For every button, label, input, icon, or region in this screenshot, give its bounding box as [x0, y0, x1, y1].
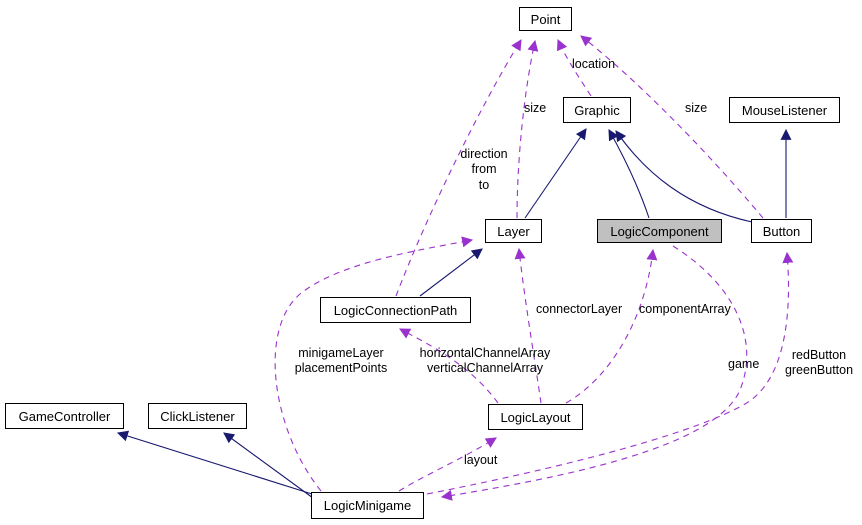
edge-usage-redbutton-greenbutton [426, 251, 794, 495]
edge-label-minigamelayer-placementpoints: minigameLayer placementPoints [294, 346, 388, 376]
edge-label-layout: layout [464, 453, 498, 467]
edge-label-redbutton-greenbutton: redButton greenButton [784, 348, 854, 378]
class-node-button[interactable]: Button [751, 219, 812, 243]
edge-label-connectorlayer: connectorLayer [536, 302, 623, 316]
class-node-point[interactable]: Point [519, 7, 572, 31]
class-node-logiccomponent: LogicComponent [597, 219, 722, 243]
edge-label-location: location [572, 57, 616, 71]
edge-label-direction-from-to: direction from to [460, 147, 508, 192]
edge-label-componentarray: componentArray [639, 302, 731, 316]
edge-inherit-layer-graphic [524, 128, 587, 219]
edge-inherit-logicminigame-gamecontroller [116, 430, 313, 495]
edge-inherit-logicconnectionpath-layer [419, 248, 483, 297]
edge-usage-size-button-point [580, 35, 764, 219]
class-node-logicconnectionpath[interactable]: LogicConnectionPath [320, 297, 471, 323]
edge-inherit-button-graphic [615, 130, 753, 223]
class-node-logiclayout[interactable]: LogicLayout [488, 404, 583, 430]
edge-label-channelarrays: horizontalChannelArray verticalChannelAr… [419, 346, 551, 376]
edge-usage-size-layer-point [516, 39, 539, 219]
class-node-graphic[interactable]: Graphic [563, 97, 631, 123]
edge-label-game: game [728, 357, 760, 371]
edge-usage-componentarray [565, 248, 658, 404]
edge-usage-channelarrays [399, 328, 499, 404]
edge-usage-location [556, 38, 592, 97]
edge-usage-connectorlayer [514, 247, 542, 404]
class-node-layer[interactable]: Layer [485, 219, 542, 243]
class-node-clicklistener[interactable]: ClickListener [148, 403, 247, 429]
edge-inherit-logiccomponent-graphic [608, 129, 650, 219]
edge-inherit-logicminigame-clicklistener [223, 432, 314, 499]
edge-usage-game [440, 245, 748, 501]
edge-label-size-right: size [685, 101, 708, 115]
class-node-mouselistener[interactable]: MouseListener [729, 97, 840, 123]
edge-usage-minigamelayer-placementpoints [274, 236, 474, 492]
class-node-logicminigame[interactable]: LogicMinigame [311, 492, 424, 519]
edge-label-size-left: size [524, 101, 547, 115]
class-node-gamecontroller[interactable]: GameController [5, 403, 124, 429]
